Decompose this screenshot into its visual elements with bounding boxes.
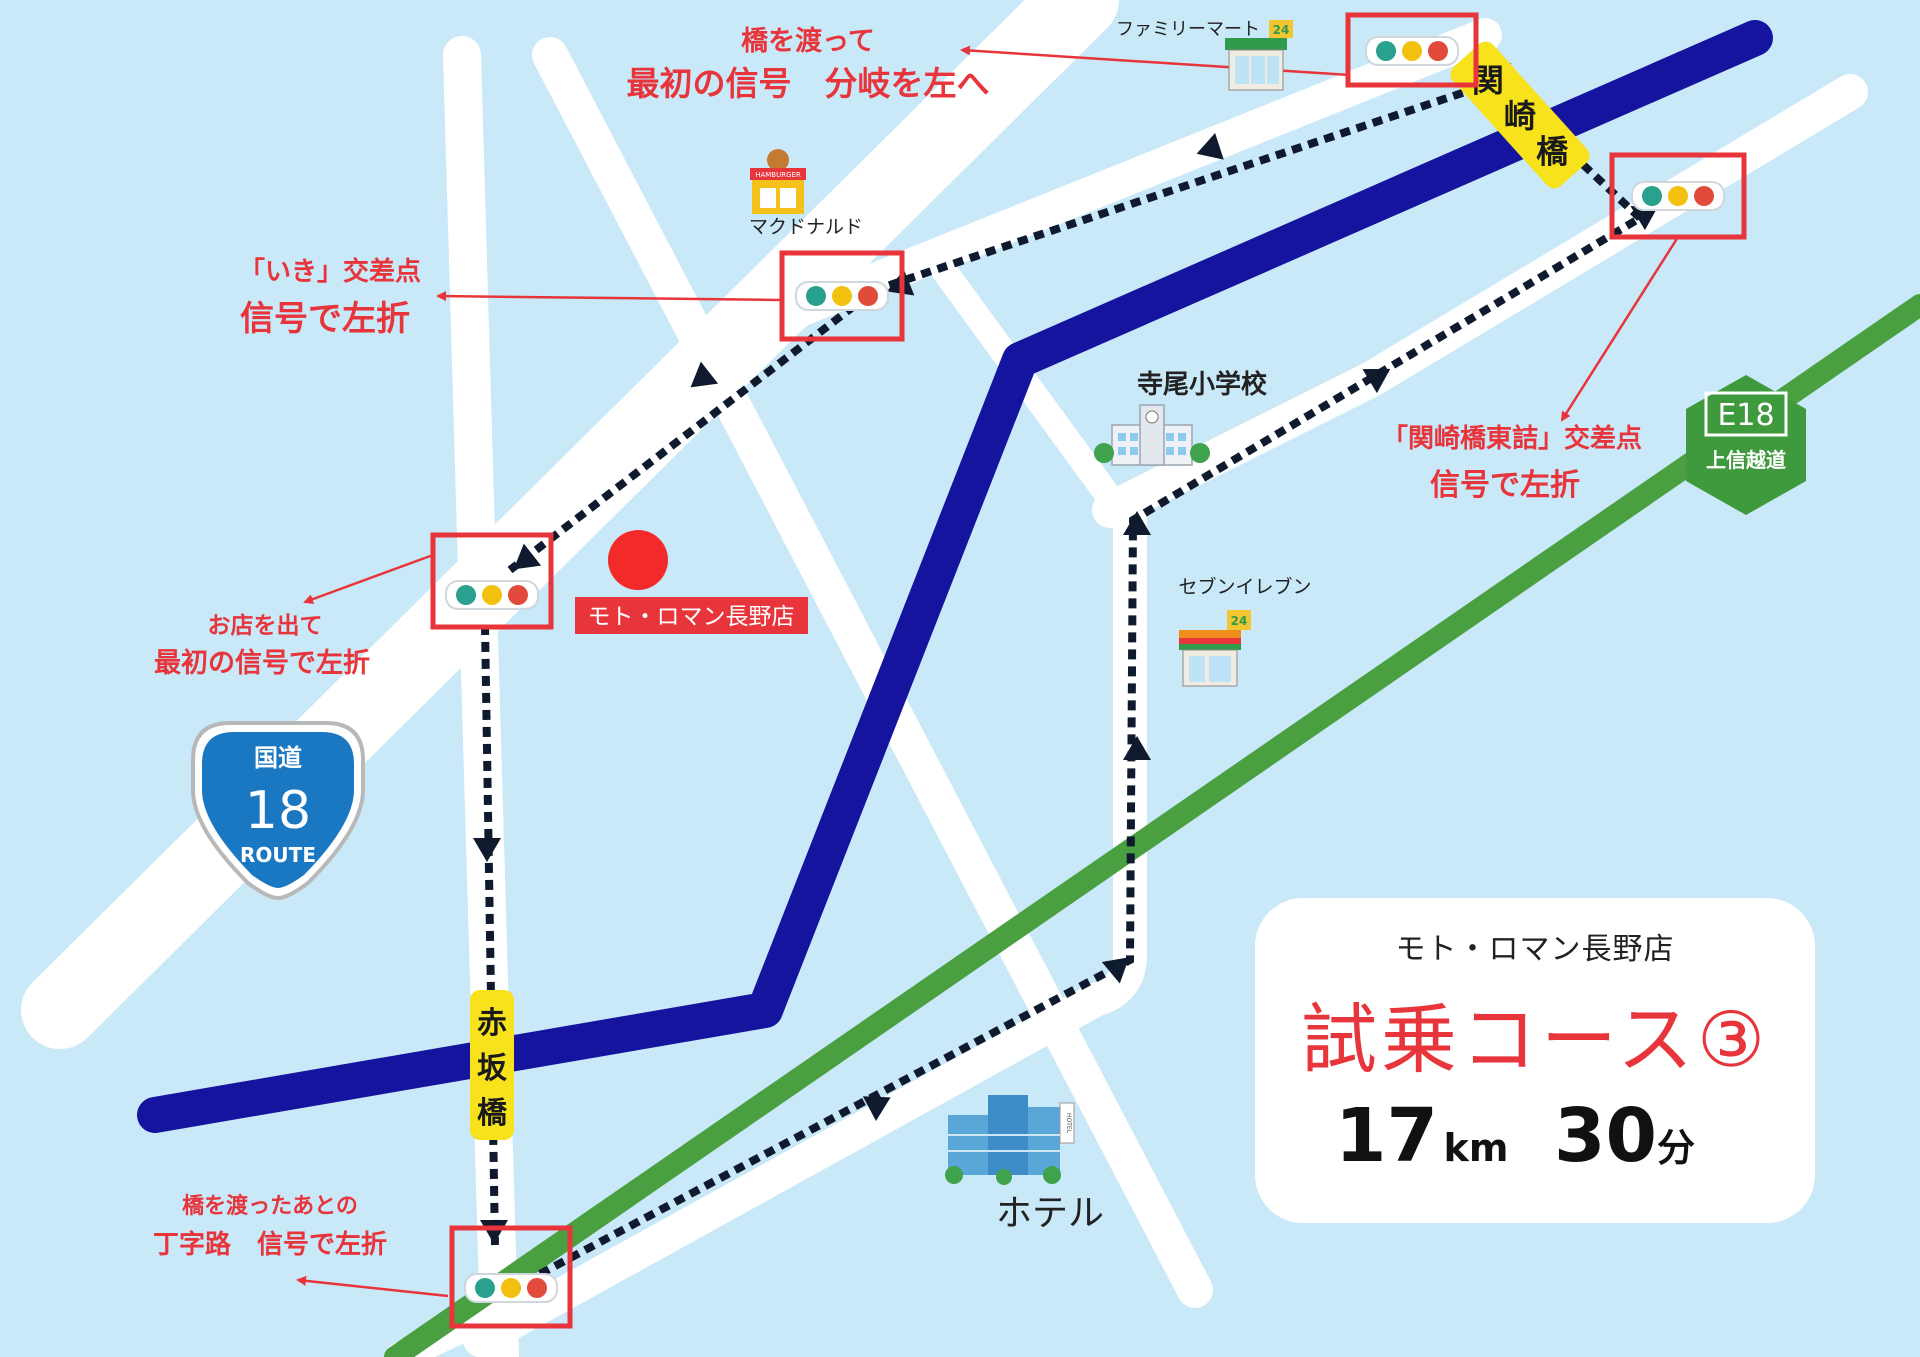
- familymart-label: ファミリーマート: [1116, 19, 1260, 40]
- info-course-title: 試乗コース③: [1300, 995, 1770, 1084]
- signal-shop-exit: [430, 532, 554, 630]
- hotel-sign: HOTEL: [1065, 1113, 1072, 1134]
- direction-sekizaki-east: 「関崎橋東詰」交差点 信号で左折: [1382, 423, 1642, 503]
- expressway-badge: E18 上信越道: [1686, 375, 1806, 515]
- route18-number: 18: [245, 781, 311, 841]
- arrow-down-1: [473, 838, 501, 862]
- direction-after-bridge: 橋を渡って 最初の信号 分岐を左へ: [627, 25, 990, 103]
- bridge-sekizaki-char-2: 崎: [1504, 97, 1536, 135]
- seven-eleven-store-icon: 24: [1179, 610, 1251, 687]
- shop-dot: [608, 530, 668, 590]
- signal-iki: [779, 250, 905, 342]
- course-seg-1: [481, 624, 499, 1246]
- expressway-line: [384, 294, 1920, 1357]
- shop-label: モト・ロマン長野店: [588, 604, 795, 630]
- direction-sekizaki-east-line1: 「関崎橋東詰」交差点: [1382, 423, 1642, 454]
- direction-leave-shop-line1: お店を出て: [208, 613, 323, 639]
- direction-t-junction: 橋を渡ったあとの 丁字路 信号で左折: [153, 1193, 387, 1260]
- route18-bottom: ROUTE: [240, 843, 316, 867]
- familymart-24: 24: [1273, 23, 1290, 37]
- mcdonalds-label: マクドナルド: [749, 216, 863, 238]
- info-shop-name: モト・ロマン長野店: [1395, 932, 1675, 967]
- signal-familymart: [1345, 12, 1479, 88]
- distance-unit: km: [1443, 1126, 1509, 1170]
- arrow-up-1: [1123, 736, 1151, 760]
- bridge-akasaka-char-1: 赤: [477, 1006, 507, 1041]
- direction-after-bridge-line2: 最初の信号 分岐を左へ: [627, 64, 990, 103]
- seven-eleven-label: セブンイレブン: [1178, 575, 1311, 598]
- road-diagonal-center: [532, 37, 1213, 1308]
- time-value: 30: [1554, 1093, 1657, 1179]
- direction-after-bridge-line1: 橋を渡って: [741, 25, 875, 57]
- route18-top: 国道: [254, 744, 302, 772]
- river: [137, 20, 1773, 1133]
- bridge-akasaka-char-2: 坂: [477, 1051, 507, 1086]
- arrow-up-2: [1123, 511, 1151, 535]
- arrow-east-1: [862, 1096, 891, 1121]
- signal-t-junction: [449, 1225, 573, 1329]
- mcdonalds-store-icon: HAMBURGER: [750, 149, 806, 214]
- distance-value: 17: [1334, 1093, 1438, 1179]
- school-label: 寺尾小学校: [1137, 369, 1268, 400]
- time-unit: 分: [1656, 1126, 1695, 1170]
- shop-marker: モト・ロマン長野店: [575, 530, 808, 634]
- direction-leave-shop-line2: 最初の信号で左折: [154, 648, 370, 679]
- arrow-w-1: [1196, 132, 1224, 160]
- bridge-akasaka: 赤 坂 橋: [470, 990, 514, 1140]
- arrow-sw-2: [690, 361, 719, 388]
- direction-iki-line1: 「いき」交差点: [239, 256, 421, 287]
- bridge-sekizaki-char-3: 橋: [1536, 133, 1569, 171]
- route18-shield: 国道 18 ROUTE: [191, 721, 365, 901]
- hotel-building-icon: HOTEL: [945, 1095, 1075, 1185]
- shop-label-bg: [575, 597, 808, 634]
- expressway-name: 上信越道: [1706, 448, 1786, 472]
- direction-sekizaki-east-line2: 信号で左折: [1430, 468, 1580, 503]
- hotel-label: ホテル: [996, 1193, 1104, 1234]
- arrow-sw-3: [513, 543, 542, 570]
- annotation-arrows: [296, 45, 1680, 1298]
- info-stats: 17 km 30分: [1255, 1093, 1815, 1179]
- hamburger-sign: HAMBURGER: [755, 171, 801, 179]
- familymart-store-icon: 24: [1225, 20, 1293, 91]
- road-upper-shop: [453, 18, 1502, 602]
- bridge-akasaka-char-3: 橋: [477, 1096, 508, 1131]
- school-building-icon: [1094, 404, 1210, 466]
- direction-t-junction-line1: 橋を渡ったあとの: [182, 1193, 358, 1219]
- arrow-ne-1: [1101, 957, 1130, 984]
- expressway-code: E18: [1717, 398, 1774, 433]
- direction-leave-shop: お店を出て 最初の信号で左折: [154, 613, 370, 679]
- direction-iki: 「いき」交差点 信号で左折: [239, 256, 421, 339]
- direction-t-junction-line2: 丁字路 信号で左折: [153, 1229, 387, 1260]
- seven-eleven-24: 24: [1231, 614, 1248, 628]
- info-card: モト・ロマン長野店 試乗コース③ 17 km 30分: [1255, 898, 1815, 1223]
- direction-iki-line2: 信号で左折: [240, 299, 410, 339]
- arrow-ne-3: [1630, 205, 1659, 231]
- arrow-ne-2: [1362, 368, 1391, 394]
